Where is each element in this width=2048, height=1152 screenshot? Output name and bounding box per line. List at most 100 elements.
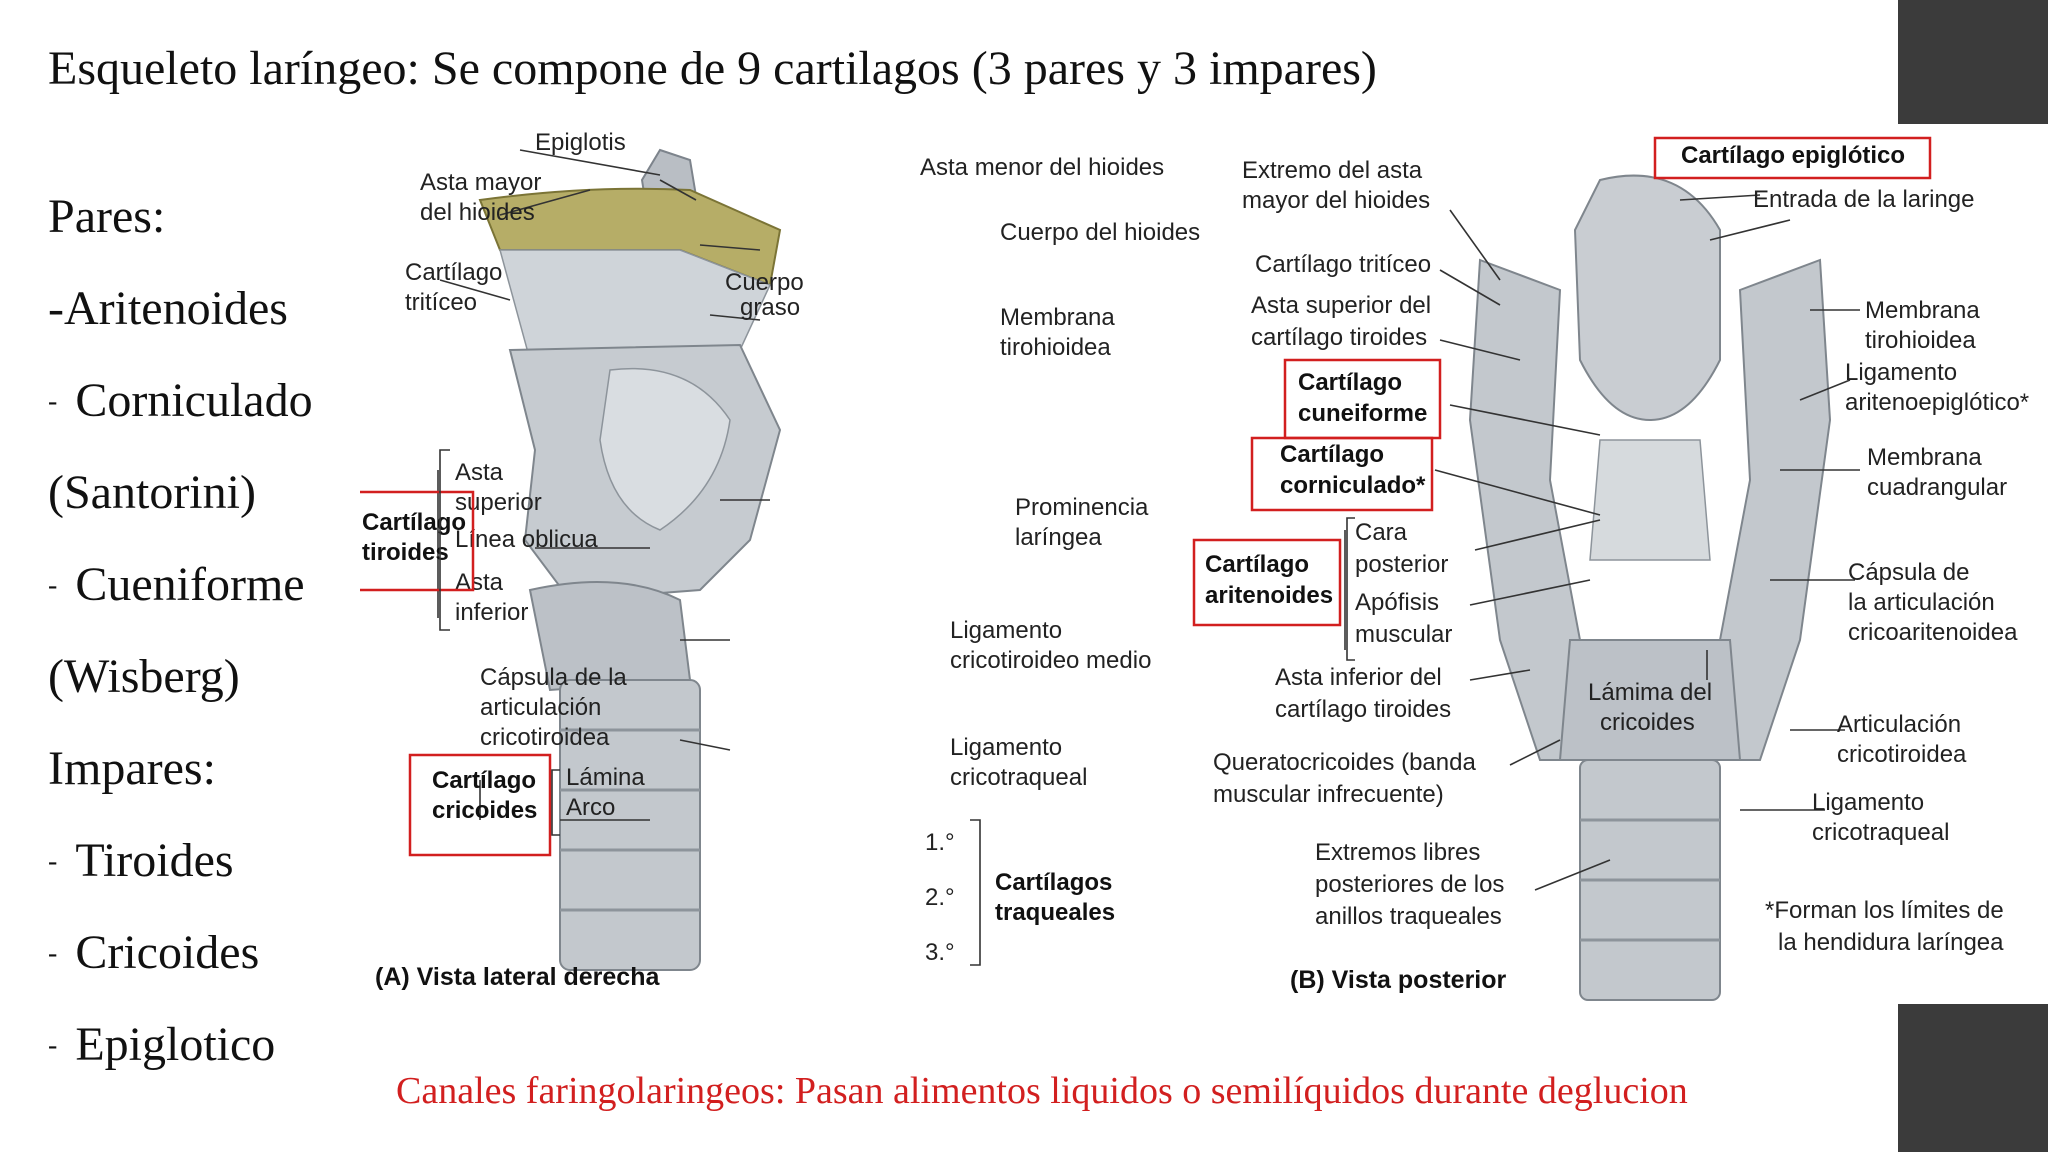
note-canales-faringolaringeos: Canales faringolaringeos: Pasan alimento… (396, 1070, 1688, 1112)
label-ligamento-aritenoepiglotico-2: aritenoepiglótico* (1845, 389, 2029, 416)
label-cartilago-tiroides: Cartílago (362, 509, 466, 536)
label-triticeo-2: tritíceo (405, 289, 477, 316)
label-prominencia: Prominencia (1015, 494, 1149, 521)
larynx-figure: Epiglotis Asta mayor del hioides Cartíla… (360, 120, 2048, 1020)
label-ligamento-cricotraqueal: Ligamento (1812, 789, 1924, 816)
label-articulacion-cricotiroidea: Articulación (1837, 711, 1961, 738)
label-asta-superior-tiroides-2: cartílago tiroides (1251, 324, 1427, 351)
label-cartilago-cricoides: Cartílago (432, 767, 536, 794)
label-cara-posterior-2: posterior (1355, 551, 1448, 578)
label-membrana-cuadrangular-2: cuadrangular (1867, 474, 2007, 501)
label-triticeo: Cartílago (405, 259, 502, 286)
lateral-labels: Epiglotis Asta mayor del hioides Cartíla… (362, 129, 1200, 991)
label-traqueal-1: 1.° (925, 829, 955, 856)
highlight-box-tiroides (360, 490, 475, 592)
label-lig-cricotraqueal: Ligamento (950, 734, 1062, 761)
label-asta-inferior-tiroides: Asta inferior del (1275, 664, 1442, 691)
bullet-text: Pares: (48, 190, 166, 243)
label-cartilago-cricoides-2: cricoides (432, 797, 537, 824)
label-apofisis-muscular: Apófisis (1355, 589, 1439, 616)
arytenoid-region-shape (1589, 439, 1711, 561)
label-cartilago-triticeo: Cartílago tritíceo (1255, 251, 1431, 278)
label-cuerpo-hioides: Cuerpo del hioides (1000, 219, 1200, 246)
label-traqueal-3: 3.° (925, 939, 955, 966)
bullet-text: Cueniforme (75, 558, 305, 611)
bullet-text: Impares: (48, 742, 216, 795)
label-membrana-tirohioidea-2: tirohioidea (1865, 327, 1976, 354)
corner-decoration-bottom (1898, 1004, 2048, 1152)
label-cuerpo-graso-2: graso (740, 294, 800, 321)
label-cartilago-corniculado: Cartílago (1280, 441, 1384, 468)
posterior-view: Extremo del asta mayor del hioides Cartí… (1192, 136, 2029, 1001)
label-membrana-2: tirohioidea (1000, 334, 1111, 361)
label-capsula-cricoaritenoidea: Cápsula de (1848, 559, 1969, 586)
cricoid-lamina-shape (1558, 639, 1742, 761)
label-asta-superior-tiroides: Asta superior del (1251, 292, 1431, 319)
label-extremos-libres: Extremos libres (1315, 839, 1480, 866)
label-ligamento-cricotraqueal-2: cricotraqueal (1812, 819, 1949, 846)
label-cartilago-cuneiforme: Cartílago (1298, 369, 1402, 396)
thyroid-lamina-shape (599, 367, 731, 531)
bullet-item: (Santorini) (48, 464, 388, 556)
label-epiglotis: Epiglotis (535, 129, 626, 156)
bullet-text: Tiroides (75, 834, 234, 887)
label-membrana-cuadrangular: Membrana (1867, 444, 1982, 471)
label-asta-mayor: Asta mayor (420, 169, 541, 196)
label-lig-cricotiroideo: Ligamento (950, 617, 1062, 644)
cricoid-cartilage-shape (528, 581, 692, 692)
label-capsula-3: cricotiroidea (480, 724, 610, 751)
label-cartilago-cuneiforme-2: cuneiforme (1298, 400, 1427, 427)
bullet-text: -Aritenoides (48, 282, 288, 335)
label-extremos-libres-2: posteriores de los (1315, 871, 1504, 898)
bullet-item: (Wisberg) (48, 648, 388, 740)
highlight-box-cricoides (408, 753, 552, 857)
highlight-box-aritenoides (1192, 538, 1342, 627)
caption-vista-lateral: (A) Vista lateral derecha (375, 963, 660, 991)
label-asta-menor: Asta menor del hioides (920, 154, 1164, 181)
label-queratocricoides: Queratocricoides (banda (1213, 749, 1476, 776)
corner-decoration-top (1898, 0, 2048, 124)
label-ligamento-aritenoepiglotico: Ligamento (1845, 359, 1957, 386)
highlight-box-epiglotico (1653, 136, 1932, 180)
hyoid-bone-shape (478, 187, 782, 287)
label-capsula-cricoaritenoidea-2: la articulación (1848, 589, 1995, 616)
bullet-text: Cricoides (75, 926, 260, 979)
bullet-item: -Cueniforme (48, 556, 388, 648)
bullet-item: Pares: (48, 188, 388, 280)
bullet-dash: - (48, 938, 58, 969)
posterior-labels: Extremo del asta mayor del hioides Cartí… (1205, 142, 2029, 994)
bullet-list: Pares: -Aritenoides -Corniculado (Santor… (48, 188, 388, 1108)
label-asta-superior: Asta (455, 459, 504, 486)
bullet-item: -Corniculado (48, 372, 388, 464)
bullet-dash: - (48, 386, 58, 417)
thyrohyoid-membrane-shape (499, 249, 772, 361)
bullet-dash: - (48, 846, 58, 877)
label-articulacion-cricotiroidea-2: cricotiroidea (1837, 741, 1967, 768)
label-extremo-asta-2: mayor del hioides (1242, 187, 1430, 214)
larynx-posterior-body-shape (1468, 258, 1832, 761)
label-cartilago-epiglotico: Cartílago epiglótico (1681, 142, 1905, 169)
label-queratocricoides-2: muscular infrecuente) (1213, 781, 1444, 808)
caption-vista-posterior: (B) Vista posterior (1290, 966, 1507, 994)
label-extremo-asta: Extremo del asta (1242, 157, 1423, 184)
label-apofisis-muscular-2: muscular (1355, 621, 1452, 648)
label-membrana-tirohioidea: Membrana (1865, 297, 1980, 324)
label-lamina-cricoides-2: cricoides (1600, 709, 1695, 736)
label-cuerpo-graso: Cuerpo (725, 269, 804, 296)
label-cartilagos-traqueales-2: traqueales (995, 899, 1115, 926)
bullet-text: Corniculado (75, 374, 313, 427)
highlight-box-corniculado (1250, 436, 1434, 512)
label-footnote-2: la hendidura laríngea (1778, 929, 2004, 956)
label-asta-inferior-2: inferior (455, 599, 528, 626)
bullet-item: -Tiroides (48, 832, 388, 924)
label-traqueal-2: 2.° (925, 884, 955, 911)
label-lig-cricotraqueal-2: cricotraqueal (950, 764, 1087, 791)
bullet-item: Impares: (48, 740, 388, 832)
label-asta-mayor-2: del hioides (420, 199, 535, 226)
label-cartilago-corniculado-2: corniculado* (1280, 472, 1426, 499)
label-arco: Arco (566, 794, 615, 821)
bullet-item: -Cricoides (48, 924, 388, 1016)
larynx-illustration: Epiglotis Asta mayor del hioides Cartíla… (360, 129, 2029, 1001)
bullet-text: (Santorini) (48, 466, 256, 519)
